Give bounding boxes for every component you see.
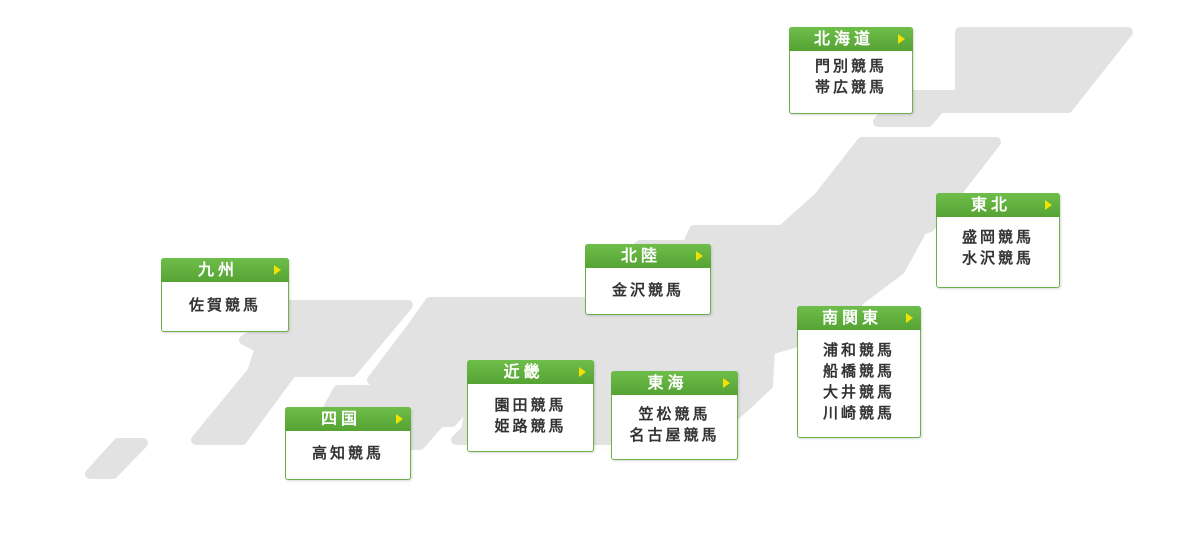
region-card-hokkaido[interactable]: 北海道 門別競馬 帯広競馬 bbox=[789, 27, 913, 114]
region-card-kinki[interactable]: 近畿 園田競馬 姫路競馬 bbox=[467, 360, 594, 452]
arrow-right-icon bbox=[906, 313, 913, 323]
region-title-tohoku: 東北 bbox=[970, 195, 1011, 214]
track-link-sonoda[interactable]: 園田競馬 bbox=[494, 396, 567, 414]
region-card-kyushu[interactable]: 九州 佐賀競馬 bbox=[161, 258, 289, 332]
region-header-kyushu[interactable]: 九州 bbox=[161, 258, 289, 282]
arrow-right-icon bbox=[274, 265, 281, 275]
region-header-kinki[interactable]: 近畿 bbox=[467, 360, 594, 384]
track-link-obihiro[interactable]: 帯広競馬 bbox=[814, 78, 887, 96]
track-link-morioka[interactable]: 盛岡競馬 bbox=[961, 228, 1034, 246]
region-title-minami-kanto: 南関東 bbox=[821, 308, 882, 327]
region-header-hokkaido[interactable]: 北海道 bbox=[789, 27, 913, 51]
track-link-funabashi[interactable]: 船橋競馬 bbox=[822, 362, 895, 380]
arrow-right-icon bbox=[723, 378, 730, 388]
track-link-oi[interactable]: 大井競馬 bbox=[822, 383, 895, 401]
arrow-right-icon bbox=[579, 367, 586, 377]
region-title-kinki: 近畿 bbox=[503, 362, 544, 381]
region-card-minami-kanto[interactable]: 南関東 浦和競馬 船橋競馬 大井競馬 川崎競馬 bbox=[797, 306, 921, 438]
region-header-tokai[interactable]: 東海 bbox=[611, 371, 738, 395]
region-title-hokkaido: 北海道 bbox=[813, 29, 874, 48]
noto-land bbox=[681, 225, 725, 253]
region-card-tokai[interactable]: 東海 笠松競馬 名古屋競馬 bbox=[611, 371, 738, 460]
region-card-shikoku[interactable]: 四国 高知競馬 bbox=[285, 407, 411, 480]
arrow-right-icon bbox=[396, 414, 403, 424]
track-link-urawa[interactable]: 浦和競馬 bbox=[822, 341, 895, 359]
track-link-saga[interactable]: 佐賀競馬 bbox=[188, 296, 261, 314]
track-link-himeji[interactable]: 姫路競馬 bbox=[494, 417, 567, 435]
region-card-hokuriku[interactable]: 北陸 金沢競馬 bbox=[585, 244, 711, 315]
region-header-hokuriku[interactable]: 北陸 bbox=[585, 244, 711, 268]
region-title-kyushu: 九州 bbox=[197, 260, 238, 279]
arrow-right-icon bbox=[1045, 200, 1052, 210]
region-header-tohoku[interactable]: 東北 bbox=[936, 193, 1060, 217]
track-link-monbetsu[interactable]: 門別競馬 bbox=[814, 57, 887, 75]
region-title-hokuriku: 北陸 bbox=[620, 246, 661, 265]
region-title-tokai: 東海 bbox=[647, 373, 688, 392]
track-link-nagoya[interactable]: 名古屋競馬 bbox=[629, 426, 720, 444]
region-card-tohoku[interactable]: 東北 盛岡競馬 水沢競馬 bbox=[936, 193, 1060, 288]
arrow-right-icon bbox=[696, 251, 703, 261]
track-link-kochi[interactable]: 高知競馬 bbox=[311, 444, 384, 462]
region-header-shikoku[interactable]: 四国 bbox=[285, 407, 411, 431]
track-link-kawasaki[interactable]: 川崎競馬 bbox=[822, 404, 895, 422]
track-link-mizusawa[interactable]: 水沢競馬 bbox=[961, 249, 1034, 267]
arrow-right-icon bbox=[898, 34, 905, 44]
kyushu-land bbox=[191, 300, 413, 445]
region-title-shikoku: 四国 bbox=[320, 409, 361, 428]
hokkaido-land bbox=[873, 27, 1133, 127]
region-header-minami-kanto[interactable]: 南関東 bbox=[797, 306, 921, 330]
track-link-kasamatsu[interactable]: 笠松競馬 bbox=[638, 405, 711, 423]
southern-island bbox=[85, 438, 148, 479]
track-link-kanazawa[interactable]: 金沢競馬 bbox=[611, 281, 684, 299]
